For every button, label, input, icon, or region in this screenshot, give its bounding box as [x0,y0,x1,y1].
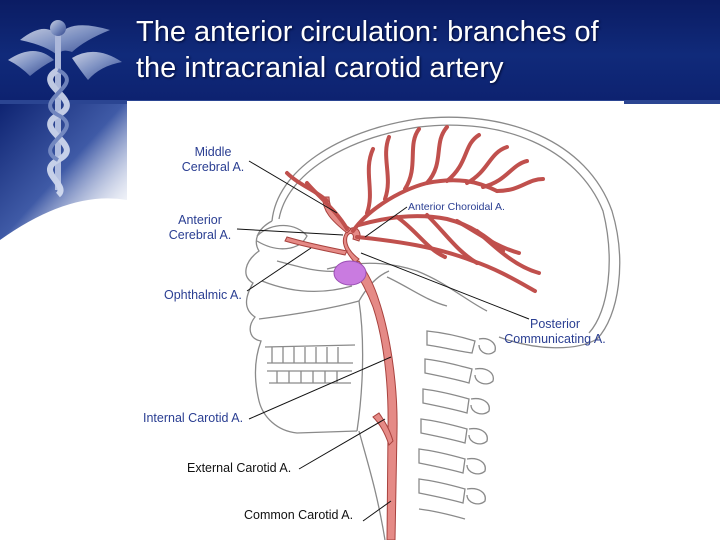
label-middle-cerebral-line1: Middle [194,145,232,159]
slide-title: The anterior circulation: branches of th… [136,14,706,86]
label-ophthalmic: Ophthalmic A. [164,288,242,302]
label-posterior-communicating-line1: Posterior [529,317,581,331]
label-middle-cerebral: Middle Cerebral A. [173,145,253,175]
label-anterior-choroidal: Anterior Choroidal A. [408,201,505,213]
title-line-2: the intracranial carotid artery [136,52,504,84]
label-anterior-cerebral-line1: Anterior [178,213,222,227]
label-common-carotid: Common Carotid A. [244,508,354,522]
external-carotid-artery [372,412,394,446]
ophthalmic-artery [284,236,348,256]
cervical-spine [418,330,496,520]
skull-outline [271,116,621,349]
label-internal-carotid: Internal Carotid A. [143,411,244,425]
carotid-anatomy-figure: Middle Cerebral A. Anterior Choroidal A.… [127,101,624,540]
label-external-carotid: External Carotid A. [187,461,292,475]
internal-carotid-artery [350,260,398,540]
label-anterior-cerebral-line2: Cerebral A. [168,228,232,242]
leader-lines [236,160,530,522]
mandible [258,300,364,432]
face-profile [245,220,358,434]
label-posterior-communicating-line2: Communicating A. [504,332,606,346]
label-middle-cerebral-line2: Cerebral A. [181,160,245,174]
middle-cerebral-branches [285,125,545,293]
label-posterior-communicating: Posterior Communicating A. [497,317,613,347]
label-anterior-cerebral: Anterior Cerebral A. [160,213,240,243]
caduceus-icon [8,20,122,198]
arterial-tree [284,196,398,540]
head-neck-illustration [236,116,621,540]
title-line-1: The anterior circulation: branches of [136,16,599,48]
pituitary-gland [333,260,367,286]
